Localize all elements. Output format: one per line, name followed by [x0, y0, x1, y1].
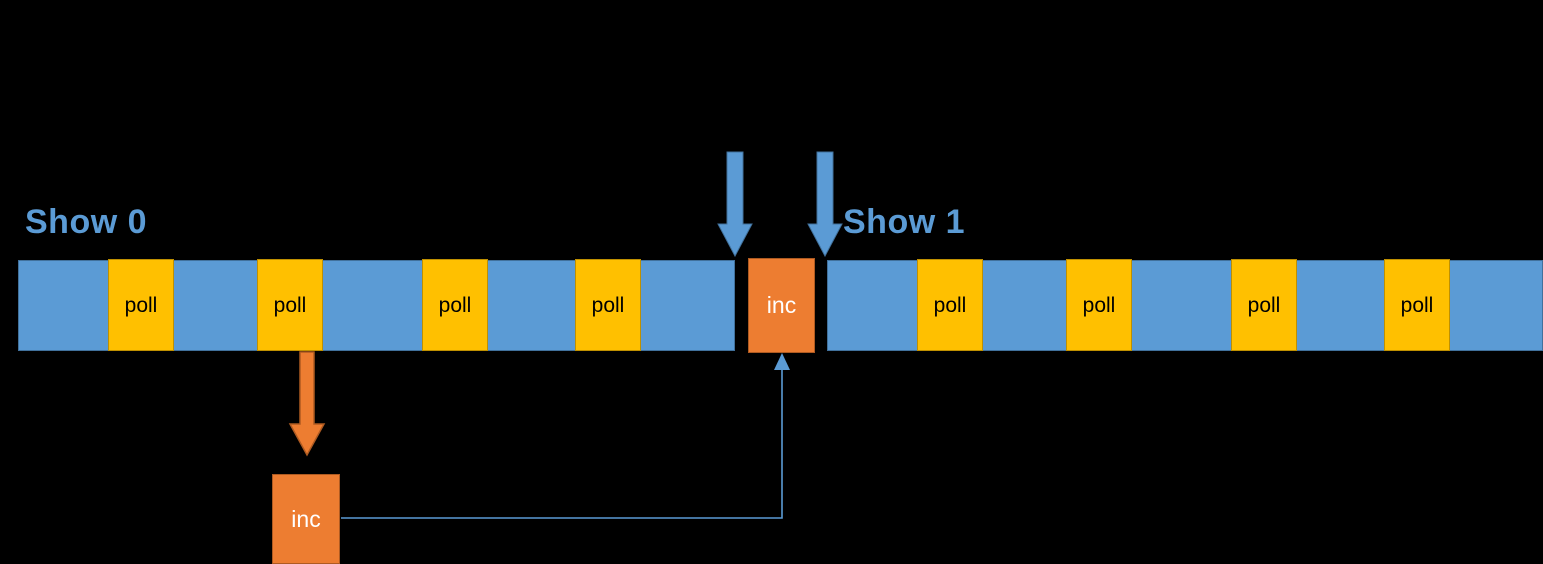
poll-block-label: poll: [933, 293, 967, 317]
inc-block-label: inc: [291, 505, 321, 532]
poll-block-label: poll: [591, 293, 625, 317]
poll-block-label: poll: [124, 293, 158, 317]
poll-block[interactable]: poll: [917, 259, 983, 351]
poll-block[interactable]: poll: [422, 259, 488, 351]
poll-block[interactable]: poll: [1066, 259, 1132, 351]
poll-block[interactable]: poll: [575, 259, 641, 351]
poll-block[interactable]: poll: [1384, 259, 1450, 351]
poll-block-label: poll: [273, 293, 307, 317]
vsync-arrow-1-icon: [717, 151, 753, 258]
poll-block-label: poll: [1082, 293, 1116, 317]
show-1-label: Show 1: [843, 203, 966, 241]
poll-block[interactable]: poll: [257, 259, 323, 351]
vsync-arrow-2-icon: [807, 151, 843, 258]
poll-block-label: poll: [1400, 293, 1434, 317]
dispatch-arrow-icon: [288, 351, 326, 457]
poll-block-label: poll: [1247, 293, 1281, 317]
inc-block-inline[interactable]: inc: [748, 258, 815, 353]
return-connector-icon: [341, 353, 790, 519]
inc-block-label: inc: [766, 292, 797, 318]
poll-block[interactable]: poll: [108, 259, 174, 351]
poll-block-label: poll: [438, 293, 472, 317]
show-0-label: Show 0: [25, 203, 148, 241]
poll-block[interactable]: poll: [1231, 259, 1297, 351]
